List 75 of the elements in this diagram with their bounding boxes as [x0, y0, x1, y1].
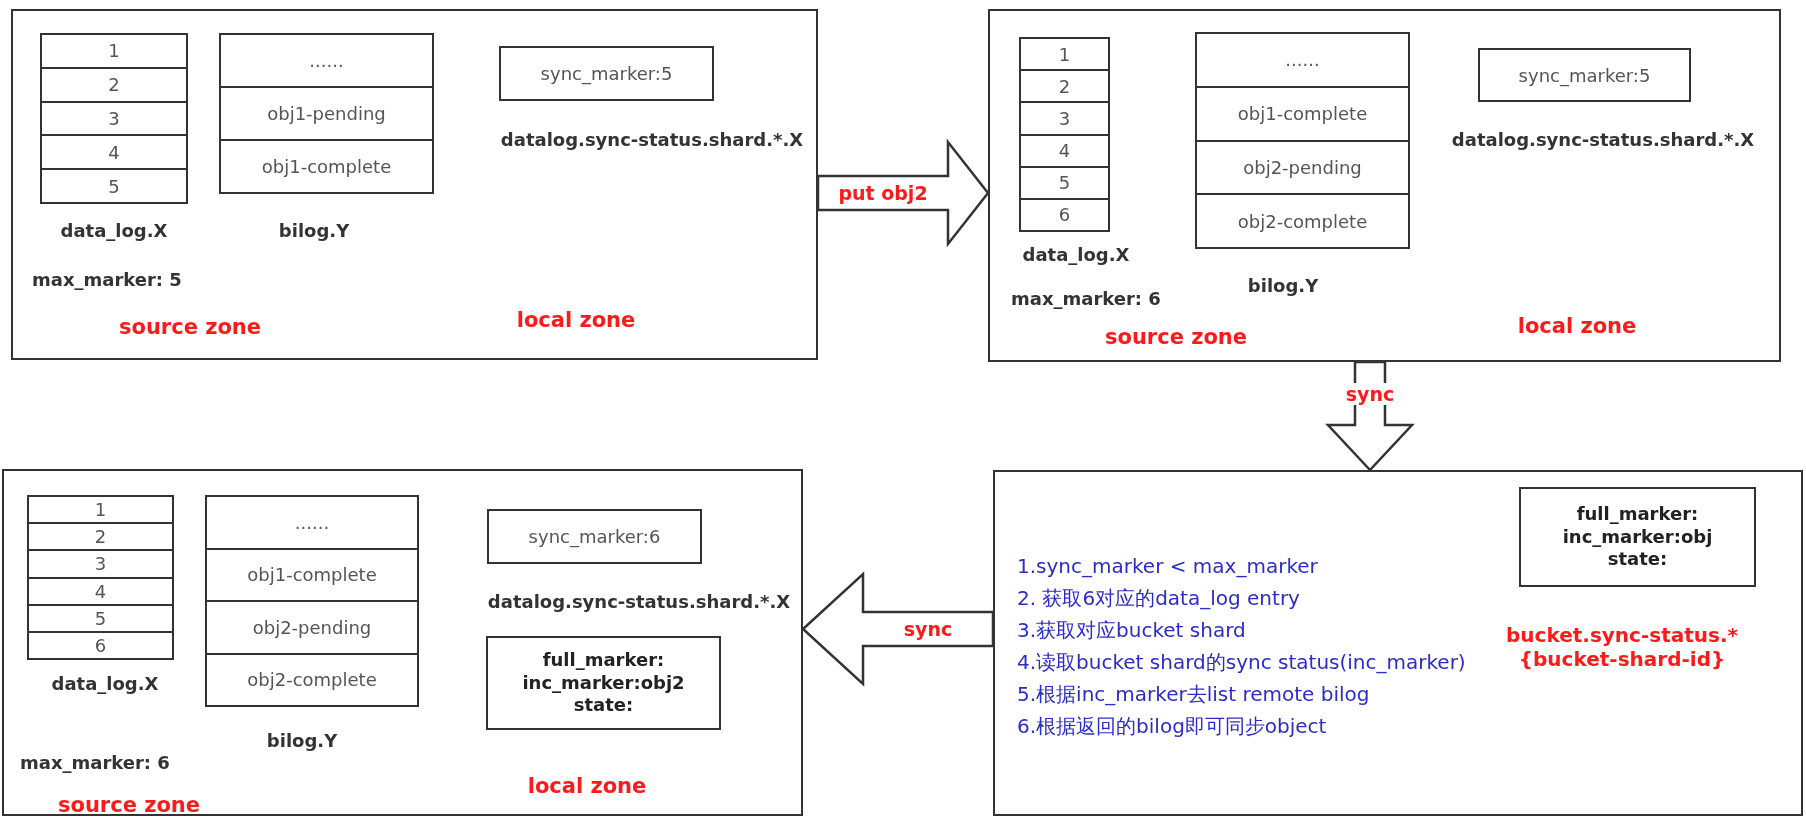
log-entry: 3 — [1021, 101, 1108, 134]
zone-label: local zone — [527, 774, 647, 798]
caption-label: datalog.sync-status.shard.*.X — [1451, 128, 1755, 150]
log-entry: 1 — [42, 35, 186, 67]
step-text: 1.sync_marker < max_marker — [1017, 554, 1318, 578]
status-box: sync_marker:5 — [1478, 48, 1691, 102]
log-entry: 2 — [1021, 69, 1108, 102]
zone-label: source zone — [57, 793, 201, 817]
log-entry: 5 — [1021, 165, 1108, 198]
zone-panel — [2, 469, 803, 816]
log-entry: 5 — [42, 168, 186, 202]
log-entry: obj2-complete — [1197, 193, 1408, 247]
status-box — [1519, 487, 1756, 587]
status-box — [486, 636, 721, 730]
field-label: state: — [1607, 548, 1668, 571]
step-text: 4.读取bucket shard的sync status(inc_marker) — [1017, 648, 1466, 676]
key-label: bucket.sync-status.*{bucket-shard-id} — [1505, 623, 1739, 671]
caption-label: data_log.X — [1022, 243, 1130, 265]
marker-label: max_marker: 6 — [20, 751, 170, 773]
marker-label: max_marker: 6 — [1011, 287, 1161, 309]
caption-label: datalog.sync-status.shard.*.X — [487, 590, 791, 612]
log-stack — [219, 33, 434, 194]
caption-label: datalog.sync-status.shard.*.X — [500, 128, 804, 150]
step-text: 3.获取对应bucket shard — [1017, 616, 1246, 644]
log-entry: obj2-pending — [207, 600, 417, 653]
log-entry: 4 — [29, 576, 172, 604]
log-entry: 2 — [29, 522, 172, 550]
log-stack — [1019, 37, 1110, 232]
zone-panel — [988, 9, 1781, 362]
log-entry: 4 — [42, 134, 186, 169]
field-label: inc_marker:obj — [1562, 525, 1713, 549]
zone-label: local zone — [516, 308, 636, 332]
log-entry: obj1-complete — [207, 547, 417, 600]
log-entry: ...... — [221, 35, 432, 86]
log-stack — [40, 33, 188, 204]
block-arrow — [801, 571, 995, 687]
log-entry: obj2-pending — [1197, 139, 1408, 194]
caption-label: data_log.X — [51, 672, 159, 694]
step-text: 5.根据inc_marker去list remote bilog — [1017, 680, 1370, 708]
log-entry: 2 — [42, 66, 186, 101]
log-entry: 5 — [29, 603, 172, 631]
log-entry: obj1-complete — [1197, 85, 1408, 140]
log-entry: 1 — [1021, 39, 1108, 70]
zone-panel — [993, 470, 1803, 816]
log-entry: obj2-complete — [207, 652, 417, 705]
status-box: sync_marker:5 — [499, 46, 714, 101]
log-entry: 6 — [1021, 197, 1108, 231]
log-stack — [27, 495, 174, 660]
log-entry: ...... — [207, 497, 417, 548]
field-label: state: — [573, 694, 634, 717]
log-entry: 3 — [29, 549, 172, 577]
log-entry: ...... — [1197, 34, 1408, 86]
log-entry: 6 — [29, 630, 172, 659]
log-entry: 1 — [29, 497, 172, 523]
log-entry: 4 — [1021, 133, 1108, 166]
zone-label: source zone — [118, 315, 262, 339]
zone-label: source zone — [1104, 325, 1248, 349]
log-entry: 3 — [42, 100, 186, 135]
field-label: full_marker: — [542, 649, 665, 672]
log-entry: obj1-complete — [221, 139, 432, 192]
caption-label: data_log.X — [60, 219, 168, 241]
step-text: 2. 获取6对应的data_log entry — [1017, 584, 1300, 612]
marker-label: max_marker: 5 — [32, 268, 182, 290]
log-stack — [205, 495, 419, 707]
field-label: inc_marker:obj2 — [522, 671, 685, 695]
caption-label: bilog.Y — [266, 729, 338, 751]
status-box: sync_marker:6 — [487, 509, 702, 564]
log-stack — [1195, 32, 1410, 249]
caption-label: bilog.Y — [278, 219, 350, 241]
zone-label: local zone — [1517, 314, 1637, 338]
log-entry: obj1-pending — [221, 86, 432, 139]
field-label: full_marker: — [1576, 503, 1699, 526]
zone-panel — [11, 9, 818, 360]
step-text: 6.根据返回的bilog即可同步object — [1017, 712, 1327, 740]
caption-label: bilog.Y — [1247, 274, 1319, 296]
